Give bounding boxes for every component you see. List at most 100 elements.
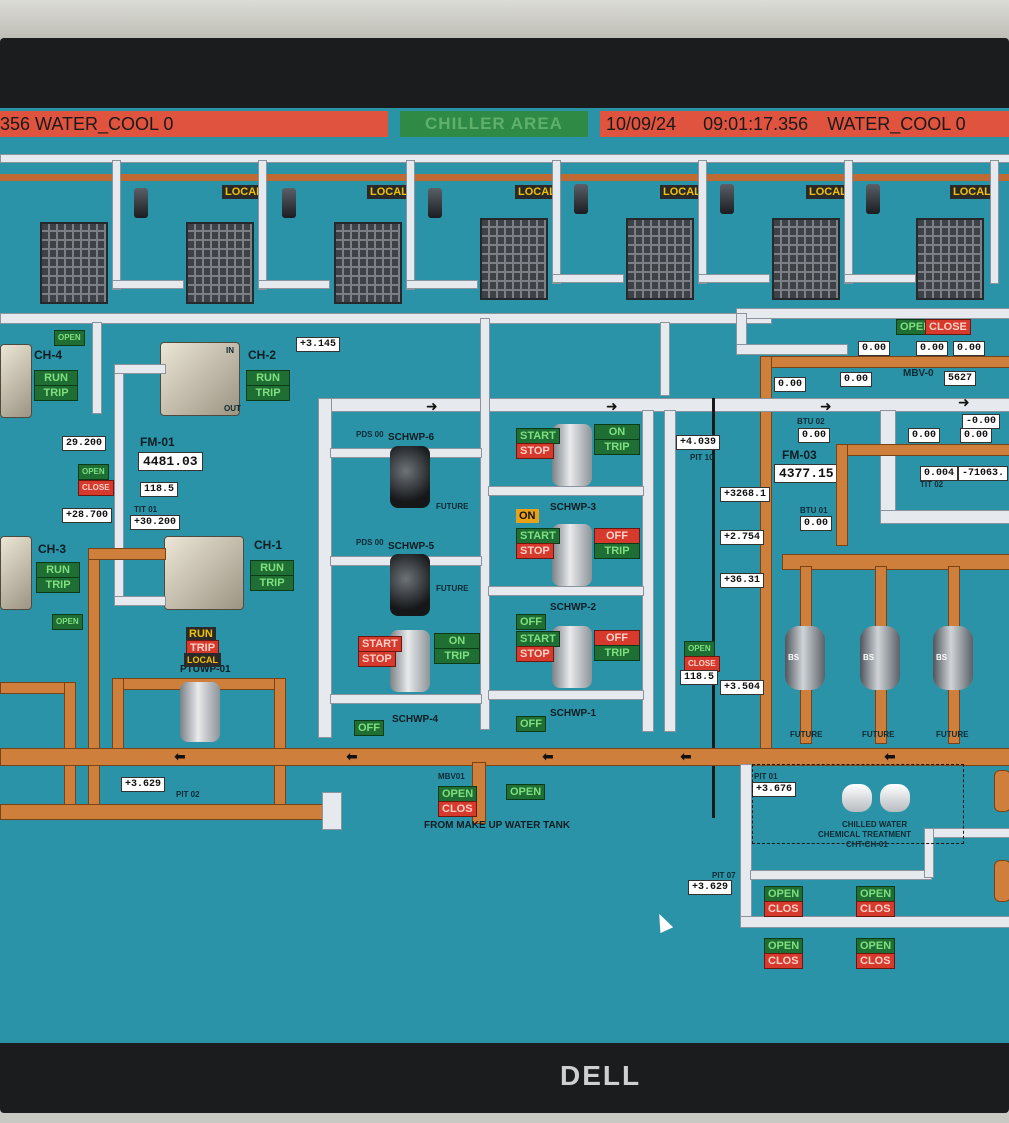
schwp4-on-status: ON xyxy=(434,633,480,649)
tower-outlet-pipe xyxy=(552,274,624,283)
btu-02-label: BTU 02 xyxy=(797,417,825,426)
close-badge[interactable]: CLOS xyxy=(764,953,803,969)
wall-background xyxy=(0,0,1009,40)
close-badge[interactable]: CLOS xyxy=(764,901,803,917)
chiller-ch2[interactable] xyxy=(160,342,240,416)
ch-mid-pipe xyxy=(114,364,124,606)
tower-outlet-pipe xyxy=(258,280,330,289)
tower-valve-4[interactable] xyxy=(574,184,588,214)
schwp4-start-button[interactable]: START xyxy=(358,636,402,652)
fm-01-value[interactable]: 4481.03 xyxy=(138,452,203,471)
alarm-time: 09:01:17.356 xyxy=(703,114,809,134)
basket-strainer-2[interactable] xyxy=(860,626,900,690)
ptuwp-local-badge: LOCAL xyxy=(184,653,221,667)
tower-return-pipe xyxy=(0,313,772,324)
pump-bypass-riser xyxy=(664,410,676,732)
pump-ptuwp01[interactable] xyxy=(180,682,220,742)
open-badge[interactable]: OPEN xyxy=(78,464,109,480)
cooling-tower-fan-1[interactable] xyxy=(40,222,108,304)
main-return-header xyxy=(0,748,1009,766)
tower-valve-5[interactable] xyxy=(720,184,734,214)
flow-arrow: ➜ xyxy=(426,399,438,415)
open-badge[interactable]: OPEN xyxy=(506,784,546,800)
schwp3-on-status: ON xyxy=(594,424,640,440)
local-badge: LOCAL xyxy=(660,185,704,199)
tower-riser-pipe xyxy=(406,160,415,290)
chiller-ch4[interactable] xyxy=(0,344,32,418)
local-badge: LOCAL xyxy=(222,185,266,199)
cooling-tower-fan-2[interactable] xyxy=(186,222,254,304)
open-badge[interactable]: OPEN xyxy=(684,641,715,657)
chiller-ch3[interactable] xyxy=(0,536,32,610)
pump-discharge-pipe xyxy=(488,486,644,496)
schwp2-start-button[interactable]: START xyxy=(516,528,560,544)
chemical-tank[interactable] xyxy=(842,784,872,812)
schwp3-start-button[interactable]: START xyxy=(516,428,560,444)
right-col-reading: +3.504 xyxy=(720,680,765,695)
ch3-trip-status: TRIP xyxy=(36,577,80,593)
tower-valve-2[interactable] xyxy=(282,188,296,218)
future-label: FUTURE xyxy=(790,730,823,739)
mbv01-open-button[interactable]: OPEN xyxy=(438,786,478,802)
right-edge-loop xyxy=(994,770,1009,812)
tit-reading: +28.700 xyxy=(62,508,113,523)
cht-label: CHT-CH-01 xyxy=(846,840,888,849)
basket-strainer-1[interactable] xyxy=(785,626,825,690)
future-label: FUTURE xyxy=(436,584,469,593)
open-badge[interactable]: OPEN xyxy=(856,938,896,954)
cooling-tower-fan-6[interactable] xyxy=(772,218,840,300)
pit-01-reading: +3.676 xyxy=(752,782,797,797)
open-badge[interactable]: OPEN xyxy=(54,330,85,346)
close-badge[interactable]: CLOSE xyxy=(78,480,114,496)
center-vertical-pipe xyxy=(660,322,670,396)
pds-label: PDS 00 xyxy=(356,538,384,547)
makeup-tank-label: FROM MAKE UP WATER TANK xyxy=(424,820,571,831)
cooling-tower-fan-4[interactable] xyxy=(480,218,548,300)
alarm-banner[interactable]: 10/09/24 09:01:17.356 WATER_COOL 0 xyxy=(600,111,1009,137)
open-badge[interactable]: OPEN xyxy=(52,614,83,630)
basket-strainer-3[interactable] xyxy=(933,626,973,690)
pump-schwp6[interactable] xyxy=(390,446,430,508)
chemical-treatment-box xyxy=(752,764,964,844)
open-badge[interactable]: OPEN xyxy=(764,938,804,954)
tower-riser-pipe xyxy=(844,160,853,284)
fm-03-value[interactable]: 4377.15 xyxy=(774,464,839,483)
open-badge[interactable]: OPEN xyxy=(764,886,804,902)
tower-valve-3[interactable] xyxy=(428,188,442,218)
close-badge[interactable]: CLOSE xyxy=(925,319,971,335)
chemical-riser xyxy=(924,828,934,878)
pipe-end-cap xyxy=(322,792,342,830)
cooling-tower-fan-3[interactable] xyxy=(334,222,402,304)
tower-outlet-pipe xyxy=(698,274,770,283)
schwp3-stop-button[interactable]: STOP xyxy=(516,443,554,459)
mbv01-close-button[interactable]: CLOS xyxy=(438,801,477,817)
mouse-cursor xyxy=(652,910,674,934)
left-alarm-banner[interactable]: 356 WATER_COOL 0 xyxy=(0,111,388,137)
mbv01-label: MBV01 xyxy=(438,772,465,781)
chiller-ch1[interactable] xyxy=(164,536,244,610)
open-badge[interactable]: OPEN xyxy=(856,886,896,902)
tower-riser-pipe xyxy=(698,160,707,284)
chemical-treatment-label: CHEMICAL TREATMENT xyxy=(818,830,912,839)
pit-02-label: PIT 02 xyxy=(176,790,200,799)
tower-valve-6[interactable] xyxy=(866,184,880,214)
close-badge[interactable]: CLOS xyxy=(856,953,895,969)
tower-valve-1[interactable] xyxy=(134,188,148,218)
cooling-tower-fan-5[interactable] xyxy=(626,218,694,300)
ptuwp-trip-status: TRIP xyxy=(186,640,220,656)
chemical-tank[interactable] xyxy=(880,784,910,812)
pump-schwp5[interactable] xyxy=(390,554,430,616)
return-pipe-right xyxy=(760,356,1009,368)
schwp1-start-button[interactable]: START xyxy=(516,631,560,647)
schwp4-stop-button[interactable]: STOP xyxy=(358,651,396,667)
mbv-label: MBV-0 xyxy=(903,368,934,379)
chiller-in-label: IN xyxy=(226,346,234,355)
ch1-run-status: RUN xyxy=(250,560,294,576)
schwp2-stop-button[interactable]: STOP xyxy=(516,543,554,559)
schwp1-stop-button[interactable]: STOP xyxy=(516,646,554,662)
ch1-name: CH-1 xyxy=(254,538,283,552)
cooling-tower-fan-7[interactable] xyxy=(916,218,984,300)
orange-loop-down xyxy=(836,444,848,546)
close-badge[interactable]: CLOS xyxy=(856,901,895,917)
pit-01-label: PIT 01 xyxy=(754,772,778,781)
